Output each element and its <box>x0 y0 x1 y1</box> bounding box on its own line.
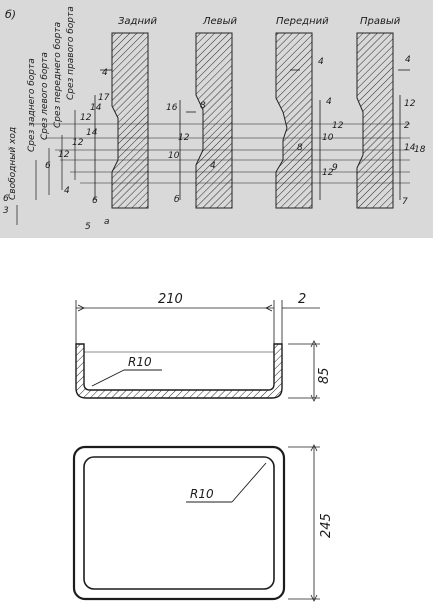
label-leaders <box>16 110 76 225</box>
dim-17: 17 <box>98 93 110 103</box>
dim-10: 10 <box>168 151 180 161</box>
dim-10-b: 10 <box>322 133 334 143</box>
dim-height-85: 85 <box>317 367 332 384</box>
dim-4-d: 4 <box>318 57 324 67</box>
dim-4-c: 4 <box>210 161 216 171</box>
dim-12-a: 12 <box>58 150 70 160</box>
row-label-right-cut: Срез правого борта <box>66 6 76 100</box>
dim-12-e: 12 <box>332 121 344 131</box>
radius-leader-plan <box>231 462 267 503</box>
radius-label-section: R10 <box>128 355 152 369</box>
dim-16: 16 <box>166 103 178 113</box>
dim-2: 2 <box>404 121 410 131</box>
dim-4-b: 4 <box>102 68 108 78</box>
profile-rear <box>111 32 149 209</box>
tray-section-wall <box>75 343 283 399</box>
dim-length-245: 245 <box>319 513 334 538</box>
dim-6-e: б <box>174 195 180 205</box>
dim-14: 14 <box>86 128 98 138</box>
dim-8-b: 8 <box>297 143 303 153</box>
dim-6-b: 6 <box>45 161 51 171</box>
view-title-front: Передний <box>276 16 329 27</box>
dim-6: 6 <box>3 194 9 204</box>
dim-12-c: 12 <box>80 113 92 123</box>
dim-a: a <box>104 217 110 227</box>
row-label-rear-cut: Срез заднего борта <box>27 58 37 152</box>
dim-4-e: 4 <box>326 97 332 107</box>
dim-12-f: 12 <box>322 168 334 178</box>
row-label-free-stroke: Свободный ход <box>8 127 18 200</box>
plan-view: R10 245 <box>72 444 334 602</box>
dim-4-f: 4 <box>405 55 411 65</box>
profile-right <box>356 32 394 209</box>
dimension-arrows <box>94 69 410 200</box>
profile-front <box>275 32 313 209</box>
dim-12-g: 12 <box>404 99 416 109</box>
dim-7: 7 <box>402 197 408 207</box>
dim-12-b: 12 <box>72 138 84 148</box>
dim-18: 18 <box>414 145 426 155</box>
dim-14-b: 14 <box>90 103 102 113</box>
view-title-right: Правый <box>360 16 401 27</box>
panel-label: б) <box>5 8 16 21</box>
tray-inner-outline <box>83 456 275 590</box>
dim-8: 8 <box>200 101 206 111</box>
radius-leader-section <box>91 369 125 387</box>
dim-6-c: 6 <box>92 196 98 206</box>
dim-3: 3 <box>3 206 9 216</box>
section-view: 210 2 R10 85 <box>75 292 332 402</box>
dim-14-c: 14 <box>404 143 416 153</box>
row-label-front-cut: Срез переднего борта <box>53 22 63 128</box>
tray-outer-outline <box>72 445 286 601</box>
dim-9: 9 <box>332 163 338 173</box>
view-title-left: Левый <box>202 16 237 27</box>
dimension-labels: 3 6 6 6 5 a 4 4 12 12 14 12 14 17 16 10 … <box>3 55 426 232</box>
radius-label-plan: R10 <box>190 487 214 501</box>
profile-left <box>195 32 233 209</box>
view-title-rear: Задний <box>118 16 157 27</box>
dim-4-a: 4 <box>64 186 70 196</box>
row-label-left-cut: Срез левого борта <box>40 52 50 140</box>
dim-width-210: 210 <box>158 292 183 307</box>
dim-5: 5 <box>85 222 91 232</box>
dim-wall-2: 2 <box>298 292 306 307</box>
dim-12-d: 12 <box>178 133 190 143</box>
